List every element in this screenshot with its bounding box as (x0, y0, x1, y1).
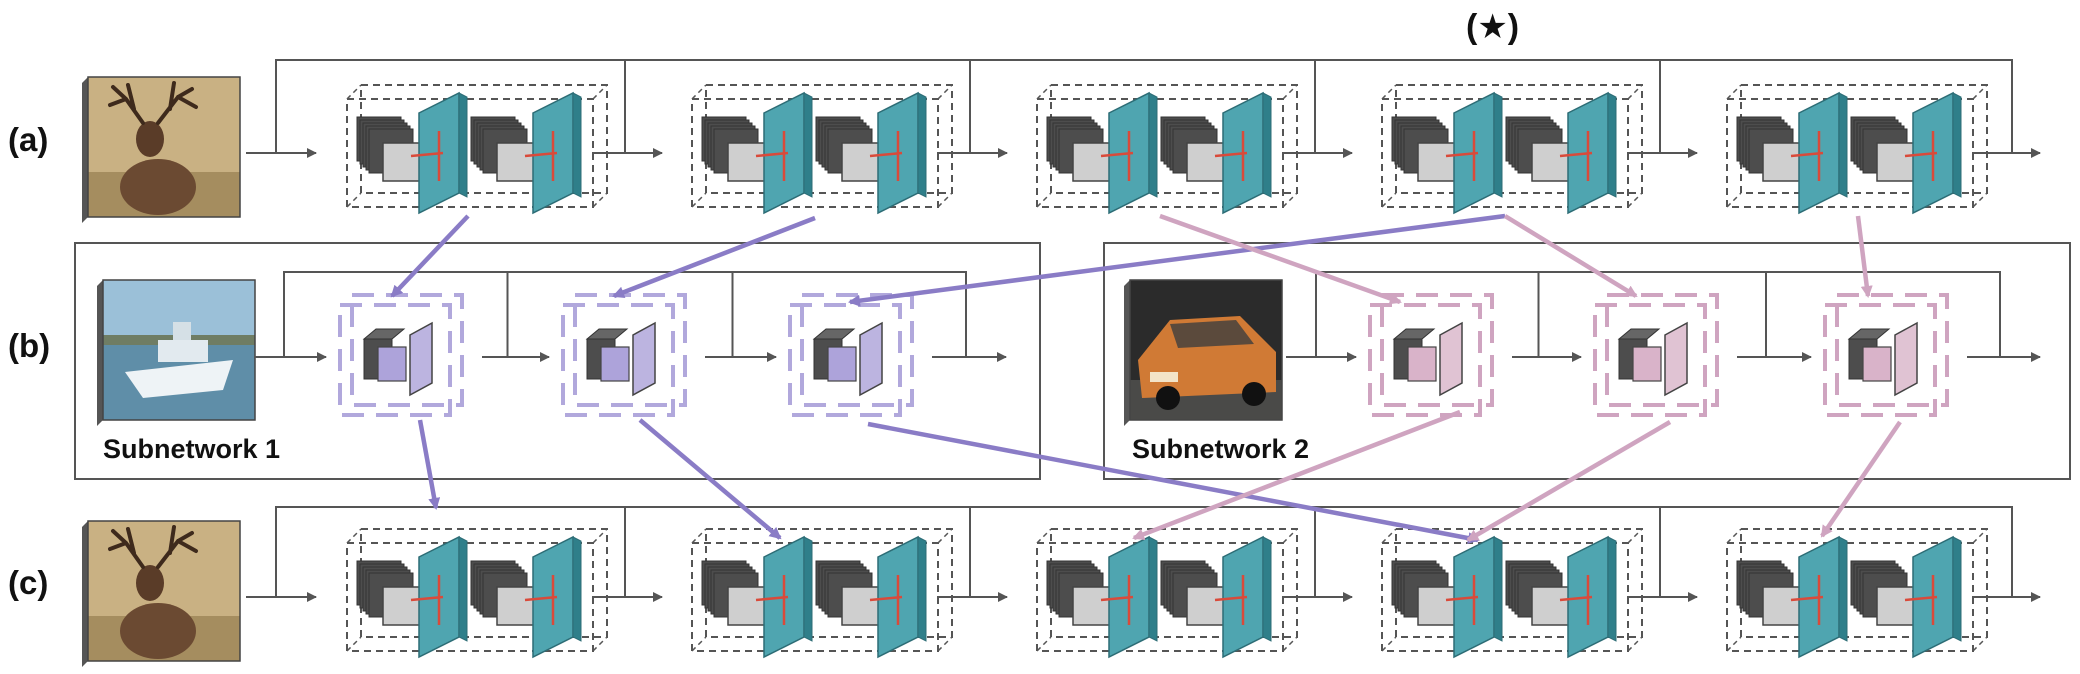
row-c-block-4 (1381, 528, 1643, 659)
connection-arrow-pink (1466, 420, 1672, 542)
connection-arrow-pink (1132, 409, 1461, 541)
row-a-block-3 (1036, 84, 1298, 215)
row-label-b: (b) (8, 327, 50, 364)
subnetwork-2-frame (1103, 242, 2071, 480)
connection-arrow-purple (867, 421, 1480, 545)
connection-arrow-purple (417, 419, 441, 510)
row-a-block-5 (1726, 84, 1988, 215)
boat-image (97, 279, 256, 426)
row-a-skip-line (275, 59, 2013, 153)
row-c-input-image (82, 520, 241, 667)
connection-arrow-pink (1820, 420, 1902, 538)
row-a-block-1 (346, 84, 608, 215)
connection-arrow-pink (1503, 214, 1638, 298)
connection-arrow-purple (612, 215, 816, 299)
star-label: (★) (1466, 8, 1519, 46)
network-rows (82, 59, 2041, 667)
row-b2-block-1 (1368, 293, 1494, 417)
row-c-block-1 (346, 528, 608, 659)
row-c-block-2 (691, 528, 953, 659)
connection-arrow-pink (1855, 215, 1873, 298)
subnetwork-1-label: Subnetwork 1 (103, 434, 280, 464)
row-b1-block-3 (788, 293, 914, 417)
subnetwork-1-frame (74, 242, 1041, 480)
cross-connections (390, 213, 1902, 545)
car-image (1124, 279, 1283, 426)
subnetwork-2-label: Subnetwork 2 (1132, 434, 1309, 464)
row-a-block-2 (691, 84, 953, 215)
row-a-input-image (82, 76, 241, 223)
row-a-block-4 (1381, 84, 1643, 215)
row-label-a: (a) (8, 121, 48, 158)
connection-arrow-purple (848, 213, 1506, 307)
row-b1-skip-line (283, 271, 967, 357)
row-b2-block-3 (1823, 293, 1949, 417)
row-c-skip-line (275, 506, 2013, 597)
connection-arrow-purple (390, 214, 470, 298)
row-b2-skip-line (1315, 271, 2001, 357)
row-b1-block-1 (338, 293, 464, 417)
row-c-block-5 (1726, 528, 1988, 659)
connection-arrow-pink (1159, 213, 1402, 305)
row-c-block-3 (1036, 528, 1298, 659)
row-b2-block-2 (1593, 293, 1719, 417)
row-label-c: (c) (8, 564, 48, 601)
connection-arrow-purple (638, 418, 782, 540)
row-b1-block-2 (561, 293, 687, 417)
